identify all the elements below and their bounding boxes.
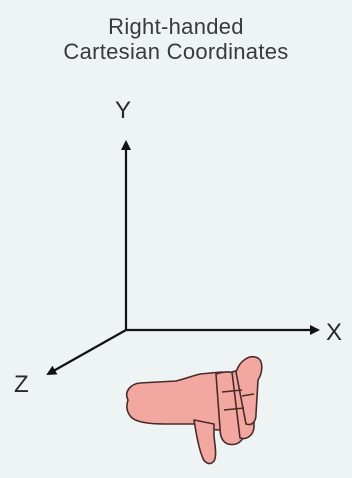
- z-axis: [46, 329, 127, 375]
- z-axis-label: Z: [14, 371, 29, 398]
- diagram-title: Right-handed Cartesian Coordinates: [0, 14, 352, 64]
- right-hand-icon: [125, 356, 263, 465]
- title-line-2: Cartesian Coordinates: [63, 39, 289, 64]
- title-line-1: Right-handed: [108, 14, 244, 39]
- y-axis-label: Y: [115, 97, 131, 124]
- x-axis-label: X: [326, 319, 342, 346]
